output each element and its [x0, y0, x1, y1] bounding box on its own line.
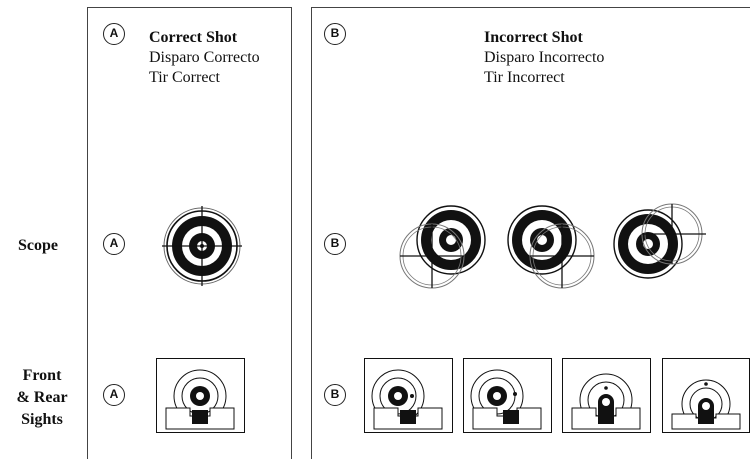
- sights-badge-a: A: [103, 384, 125, 406]
- scope-badge-a: A: [103, 233, 125, 255]
- incorrect-shot-header: Incorrect Shot Disparo Incorrecto Tir In…: [484, 28, 604, 88]
- sights-incorrect-illustration-4: [662, 358, 750, 433]
- scope-correct-illustration: [162, 206, 242, 286]
- sights-incorrect-illustration-3: [562, 358, 651, 433]
- sights-incorrect-illustration-1: [364, 358, 453, 433]
- correct-shot-header: Correct Shot Disparo Correcto Tir Correc…: [149, 28, 260, 88]
- sights-badge-b: B: [324, 384, 346, 406]
- sights-correct-illustration: [156, 358, 245, 433]
- sights-label-line: Front: [22, 367, 62, 384]
- scope-incorrect-illustration-1: [399, 205, 486, 289]
- correct-shot-title: Correct Shot: [149, 29, 238, 46]
- correct-shot-panel: [87, 7, 292, 459]
- scope-badge-b: B: [324, 233, 346, 255]
- sights-row-label: Front & Rear Sights: [6, 365, 78, 431]
- sights-label-line: Sights: [21, 411, 63, 428]
- incorrect-shot-spanish: Disparo Incorrecto: [484, 49, 605, 66]
- panel-b-badge: B: [324, 23, 346, 45]
- sights-incorrect-illustration-2: [463, 358, 552, 433]
- incorrect-shot-title: Incorrect Shot: [484, 29, 583, 46]
- correct-shot-spanish: Disparo Correcto: [149, 49, 260, 66]
- correct-shot-french: Tir Correct: [149, 69, 220, 86]
- scope-row-label: Scope: [18, 237, 58, 254]
- incorrect-shot-french: Tir Incorrect: [484, 69, 565, 86]
- scope-incorrect-illustration-2: [507, 205, 595, 289]
- panel-a-badge: A: [103, 23, 125, 45]
- sights-label-line: & Rear: [16, 389, 68, 406]
- incorrect-shot-panel: [311, 7, 750, 459]
- scope-incorrect-illustration-3: [613, 203, 706, 279]
